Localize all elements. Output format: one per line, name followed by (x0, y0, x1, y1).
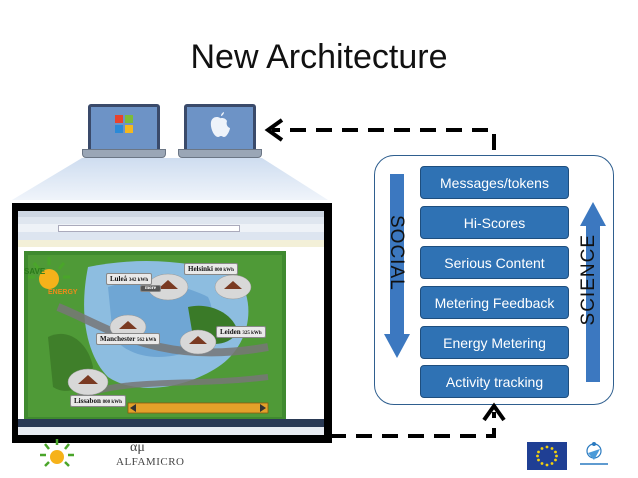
city-value: 325 kWh (242, 331, 262, 336)
arrow-down-icon (384, 174, 410, 358)
apple-laptop-icon (178, 104, 264, 160)
city-name: Manchester (100, 335, 136, 343)
city-label-lulea: Luleå 342 kWh (106, 273, 153, 285)
save-energy-small-logo-icon (40, 439, 74, 467)
city-name: Leiden (220, 328, 241, 336)
city-label-manchester: Manchester 562 kWh (96, 333, 161, 345)
social-label: SOCIAL (386, 215, 407, 291)
city-name: Luleå (110, 275, 128, 283)
save-label: SAVE (24, 267, 46, 276)
game-screenshot: SAVE ENERGY Luleå 342 kWh more Helsinki … (12, 203, 332, 443)
layer-metering-feedback: Metering Feedback (420, 286, 569, 319)
city-label-helsinki: Helsinki 800 kWh (184, 263, 238, 275)
city-name: Lissabon (74, 397, 101, 405)
save-energy-logo-icon (28, 257, 70, 297)
city-value: 800 kWh (214, 268, 234, 273)
windows-logo-icon (91, 107, 157, 149)
more-button[interactable]: more (140, 285, 162, 292)
city-value: 342 kWh (128, 278, 149, 283)
layer-serious-content: Serious Content (420, 246, 569, 279)
layer-energy-metering: Energy Metering (420, 326, 569, 359)
layer-activity-tracking: Activity tracking (420, 365, 569, 398)
slide-title: New Architecture (190, 38, 448, 76)
arrow-up-icon (580, 202, 606, 382)
city-label-leiden: Leiden 325 kWh (216, 326, 266, 338)
layer-hi-scores: Hi-Scores (420, 206, 569, 239)
layer-messages-tokens: Messages/tokens (420, 166, 569, 199)
eu-flag-icon (527, 442, 567, 470)
alfamicro-logo: ALFAMICRO (116, 456, 185, 468)
alfamicro-symbol: αμ (130, 440, 145, 455)
city-value: 800 kWh (102, 400, 122, 405)
cip-logo-icon (580, 442, 608, 465)
apple-logo-icon (187, 107, 253, 149)
energy-label: ENERGY (48, 289, 78, 296)
city-label-lissabon: Lissabon 800 kWh (70, 395, 126, 407)
windows-laptop-icon (82, 104, 168, 160)
city-value: 562 kWh (137, 338, 157, 343)
city-name: Helsinki (188, 265, 213, 273)
